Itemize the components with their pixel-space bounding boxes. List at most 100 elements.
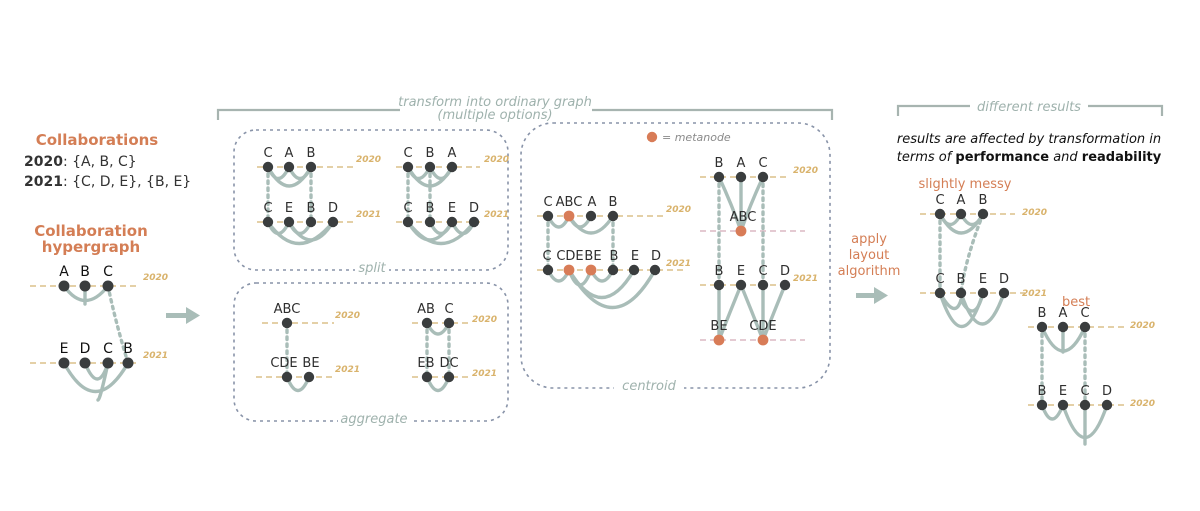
node-label-b: B <box>979 193 988 208</box>
year-label-2020: 2020 <box>484 155 509 165</box>
node-label-c: C <box>103 264 113 280</box>
aggregate-label: aggregate <box>340 412 407 427</box>
node-label-d: D <box>328 201 338 216</box>
node-label-c: C <box>444 302 453 317</box>
collaborations-panel: Collaborations 2020: {A, B, C} 2021: {C,… <box>24 131 191 256</box>
node-label-ab: AB <box>417 302 435 317</box>
node-label-c: C <box>1080 384 1089 399</box>
year-label-2020: 2020 <box>472 315 497 325</box>
year-label-2020: 2020 <box>1130 321 1155 331</box>
node-label-c: C <box>263 146 272 161</box>
node-label-a: A <box>737 156 746 171</box>
year-label-2021: 2021 <box>666 259 691 269</box>
arrow-to-results-icon <box>856 287 888 304</box>
node-label-a: A <box>59 264 69 280</box>
results-title: different results <box>977 100 1081 115</box>
node-label-b: B <box>1038 306 1047 321</box>
collab-2021-row: 2021: {C, D, E}, {B, E} <box>24 174 191 190</box>
node-label-b: B <box>426 201 435 216</box>
node-label-d: D <box>80 341 91 357</box>
node-label-abc: ABC <box>730 210 757 225</box>
node-label-c: C <box>263 201 272 216</box>
node-label-abc: ABC <box>274 302 301 317</box>
year-label-2021: 2021 <box>793 274 818 284</box>
year-label-2021: 2021 <box>1022 289 1047 299</box>
node-label-e: E <box>285 201 293 216</box>
collab-2020-row: 2020: {A, B, C} <box>24 154 137 170</box>
node-label-e: E <box>1059 384 1067 399</box>
apply-layout-step: apply layout algorithm <box>838 232 901 304</box>
node-label-e: E <box>448 201 456 216</box>
node-label-d: D <box>1102 384 1112 399</box>
node-label-d: D <box>651 249 661 264</box>
node-label-dc: DC <box>439 356 458 371</box>
year-label-2021: 2021 <box>335 365 360 375</box>
node-label-b: B <box>610 249 619 264</box>
results-description-line1: results are affected by transformation i… <box>897 132 1161 147</box>
centroid-box: centroid = metanode C ABC A B C CDE BE B… <box>520 122 831 394</box>
node-label-a: A <box>588 195 597 210</box>
centroid-label: centroid <box>622 379 676 394</box>
node-label-b: B <box>426 146 435 161</box>
node-label-a: A <box>448 146 457 161</box>
node-label-c: C <box>935 193 944 208</box>
transform-bracket: transform into ordinary graph (multiple … <box>216 95 834 123</box>
node-label-c: C <box>758 156 767 171</box>
metanode-legend: = metanode <box>662 131 731 144</box>
node-label-b: B <box>715 264 724 279</box>
split-box: split C A B C E B D 2020 2021 <box>233 129 509 276</box>
node-label-c: C <box>103 341 113 357</box>
node-label-c: C <box>403 146 412 161</box>
node-label-a: A <box>957 193 966 208</box>
node-label-a: A <box>1059 306 1068 321</box>
node-label-e: E <box>979 272 987 287</box>
node-label-d: D <box>469 201 479 216</box>
node-label-be: BE <box>584 249 601 264</box>
collaborations-title: Collaborations <box>36 131 159 149</box>
node-label-c: C <box>542 249 551 264</box>
year-label-2020: 2020 <box>666 205 691 215</box>
node-label-b: B <box>1038 384 1047 399</box>
node-label-d: D <box>780 264 790 279</box>
split-label: split <box>358 261 386 276</box>
apply-label-line1: apply <box>851 232 887 247</box>
results-panel: different results results are affected b… <box>897 98 1164 446</box>
node-label-be: BE <box>302 356 319 371</box>
node-label-b: B <box>307 146 316 161</box>
node-label-c: C <box>758 264 767 279</box>
node-label-e: E <box>737 264 745 279</box>
node-label-eb: EB <box>417 356 434 371</box>
node-label-b: B <box>609 195 618 210</box>
results-description-line2: terms of performance and readability <box>897 150 1162 165</box>
transform-title: transform into ordinary graph <box>398 95 592 110</box>
node-label-b: B <box>715 156 724 171</box>
node-label-b: B <box>957 272 966 287</box>
year-label-2021: 2021 <box>143 351 168 361</box>
node-label-be: BE <box>710 319 727 334</box>
node-label-b: B <box>307 201 316 216</box>
arrow-to-transform-icon <box>166 307 200 324</box>
hypergraph-drawing: A B C E D C B 2020 2021 <box>30 264 168 402</box>
year-label-2020: 2020 <box>356 155 381 165</box>
node-label-c: C <box>935 272 944 287</box>
transform-subtitle: (multiple options) <box>437 108 552 123</box>
year-label-2020: 2020 <box>1022 208 1047 218</box>
year-label-2021: 2021 <box>356 210 381 220</box>
node-label-cde: CDE <box>270 356 297 371</box>
aggregate-box: aggregate ABC CDE BE 2020 2021 AB C EB D… <box>233 282 509 427</box>
node-label-c: C <box>543 195 552 210</box>
slightly-messy-label: slightly messy <box>919 177 1012 192</box>
hypergraph-title-line2: hypergraph <box>42 238 140 256</box>
year-label-2020: 2020 <box>143 273 168 283</box>
node-label-c: C <box>403 201 412 216</box>
node-label-e: E <box>60 341 69 357</box>
metanode-legend-icon <box>646 131 658 143</box>
node-label-cde: CDE <box>749 319 776 334</box>
year-label-2021: 2021 <box>472 369 497 379</box>
best-label: best <box>1062 295 1090 310</box>
node-label-a: A <box>285 146 294 161</box>
year-label-2020-best: 2020 <box>1130 399 1155 409</box>
hypergraph-title-line1: Collaboration <box>34 222 148 240</box>
apply-label-line3: algorithm <box>838 264 901 279</box>
